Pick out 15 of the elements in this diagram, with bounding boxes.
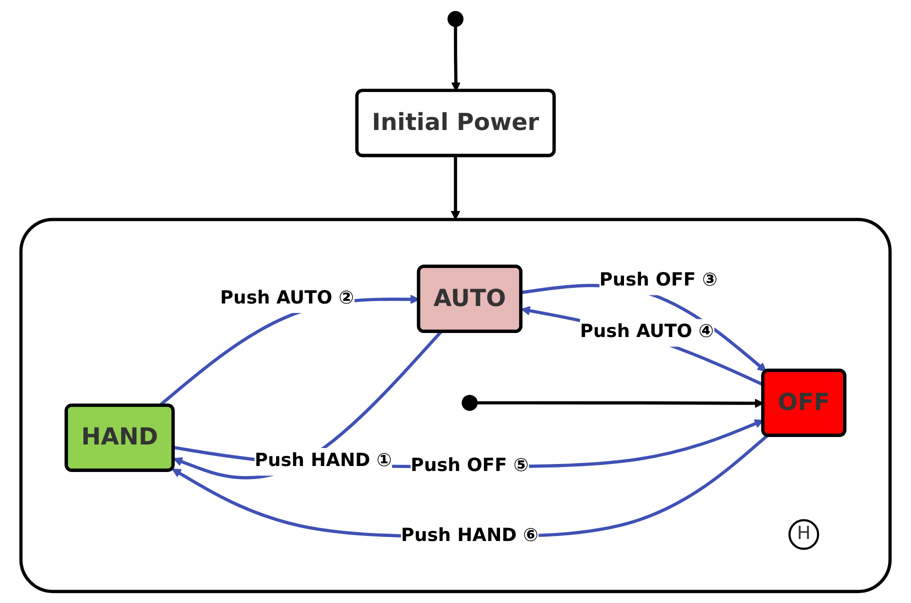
arrow <box>173 330 442 480</box>
edge-label: Push OFF ③ <box>599 270 718 291</box>
node-circle <box>462 394 478 411</box>
node-circle <box>448 11 464 27</box>
cluster <box>19 218 892 594</box>
arrow <box>521 284 767 372</box>
arrow <box>450 156 460 220</box>
arrow <box>520 306 764 386</box>
edge-label: Push AUTO ④ <box>580 321 714 343</box>
arrow <box>172 434 768 538</box>
edge-label: Push OFF ⑤ <box>410 455 529 476</box>
node-circle: H <box>788 519 820 550</box>
edge-label: Push AUTO ② <box>220 287 354 309</box>
edge-label: Push HAND ① <box>254 450 392 472</box>
edge-label: Push HAND ⑥ <box>401 524 538 546</box>
